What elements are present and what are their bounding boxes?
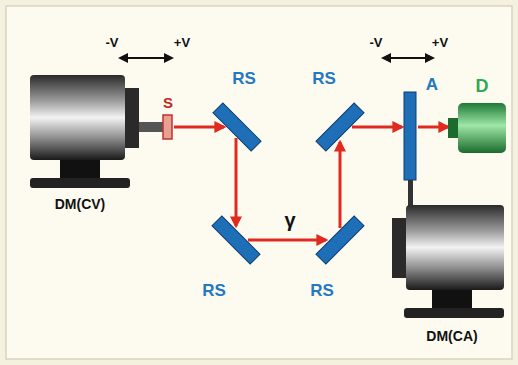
motion-arrow (120, 57, 172, 59)
analyser (404, 92, 416, 180)
voltage-label: +V (174, 36, 190, 49)
source (163, 115, 172, 139)
voltage-label: -V (106, 36, 119, 49)
symbol-label: γ (284, 210, 295, 230)
detector (448, 103, 506, 153)
voltage-label: -V (370, 36, 383, 49)
voltage-label: +V (432, 36, 448, 49)
panel (6, 6, 512, 359)
mirror-label: RS (312, 70, 336, 87)
part-label: A (426, 76, 438, 93)
part-label: D (476, 77, 489, 95)
mirrors (212, 103, 364, 264)
motor-cv (30, 75, 172, 188)
mirror-label: RS (202, 282, 226, 299)
mirror-label: RS (310, 282, 334, 299)
part-label: S (163, 95, 173, 110)
motion-arrow (383, 57, 433, 59)
device-label: DM(CV) (55, 197, 106, 211)
device-label: DM(CA) (426, 329, 477, 343)
mirror-label: RS (232, 70, 256, 87)
motor-ca (392, 205, 504, 318)
